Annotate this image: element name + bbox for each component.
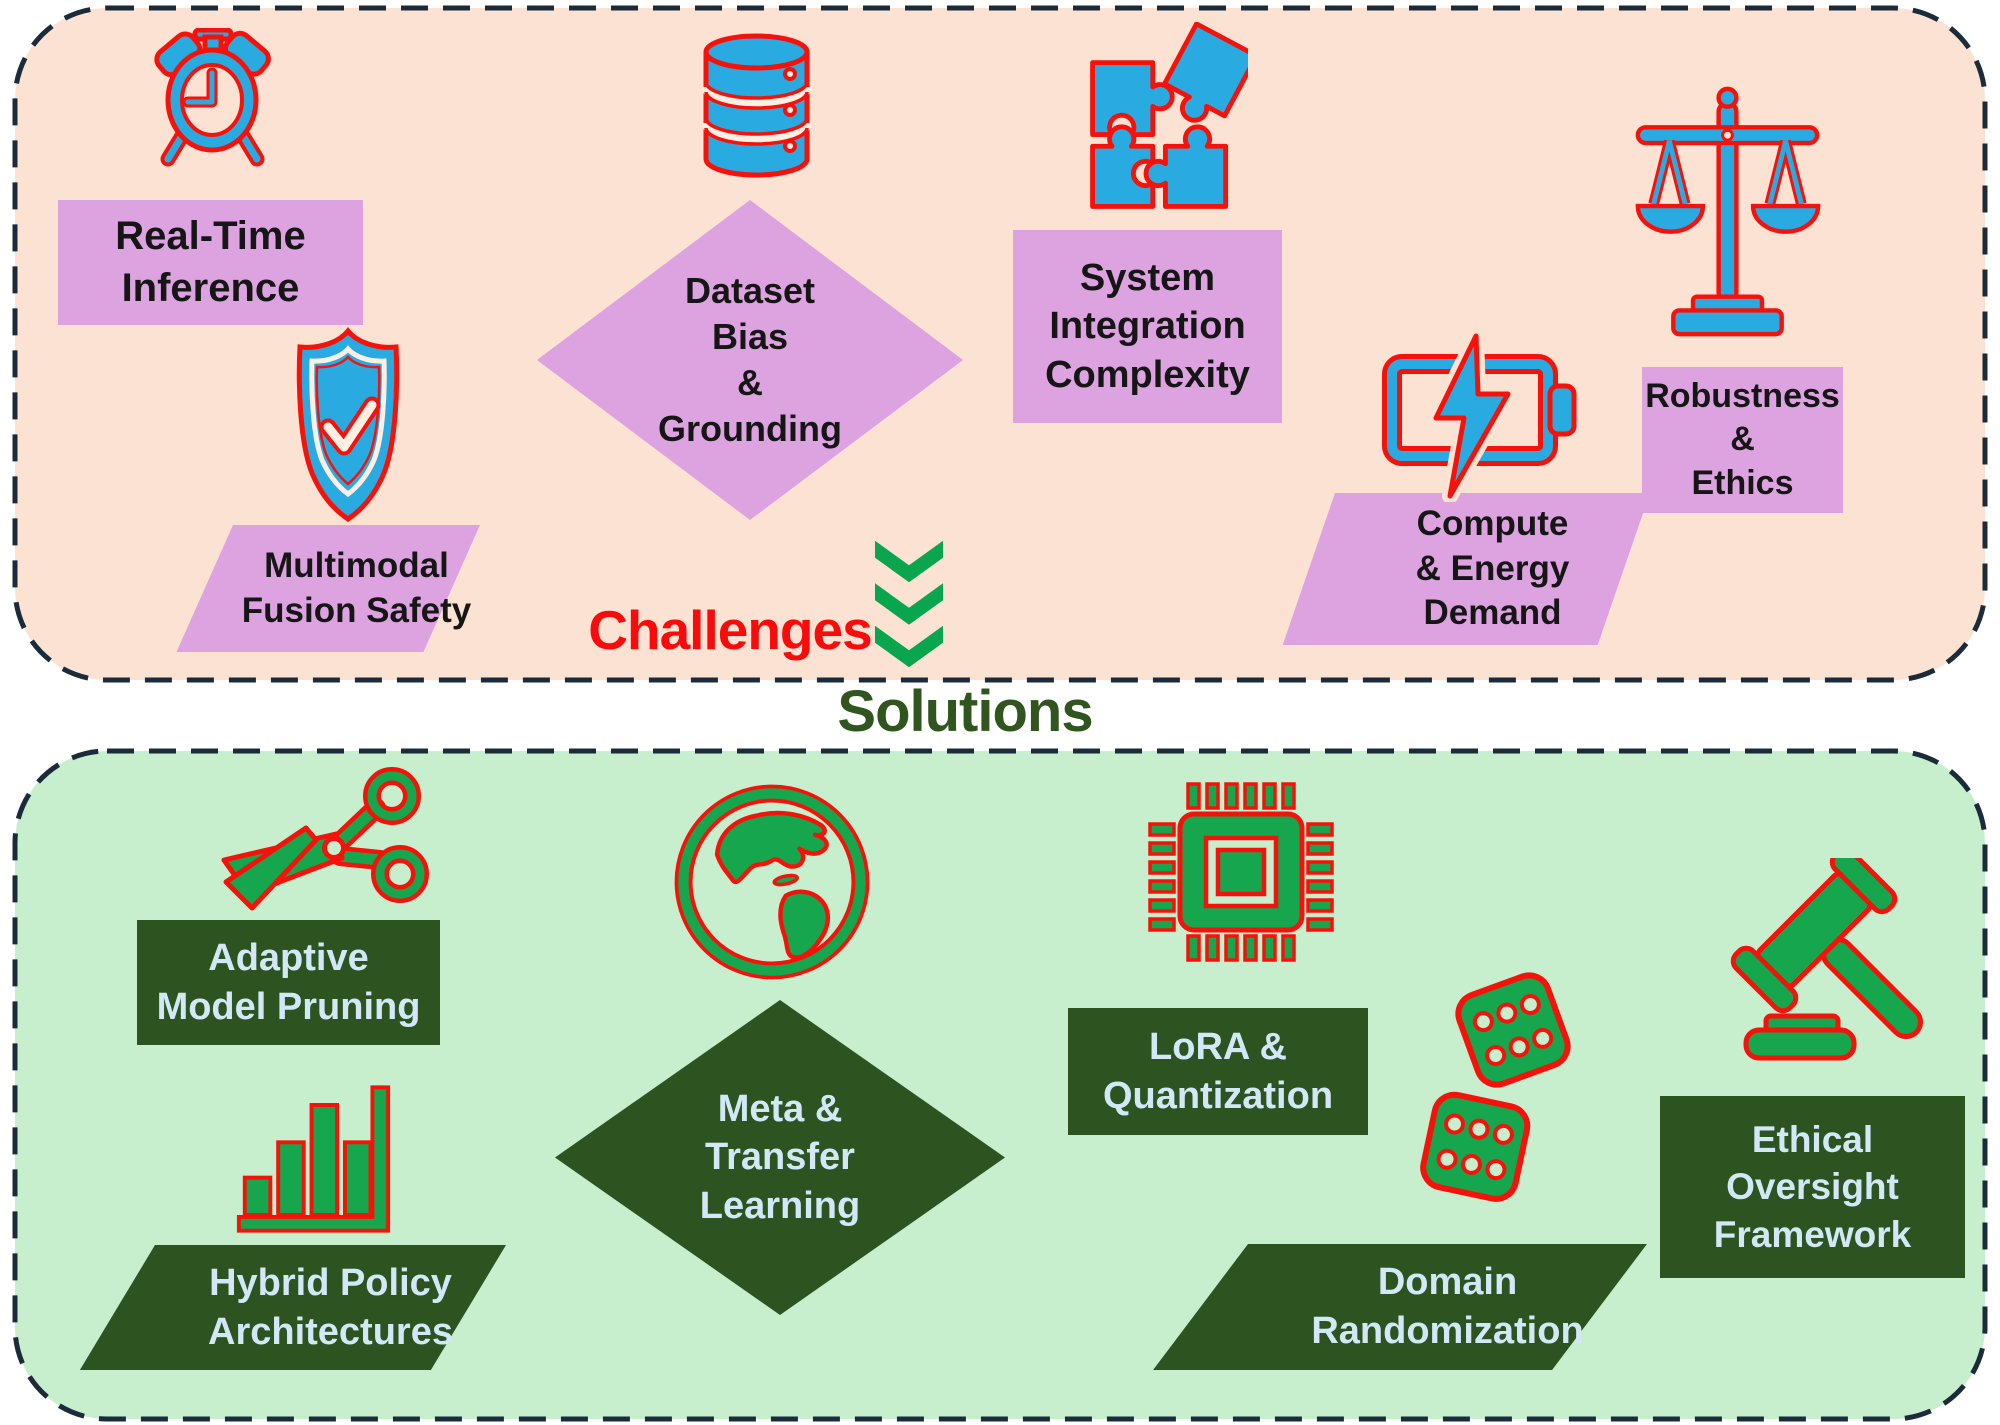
- challenge-box-robustness-ethics: Robustness & Ethics: [1642, 367, 1843, 513]
- challenge-parallelogram-compute-energy: Compute & Energy Demand: [1282, 493, 1650, 645]
- puzzle-icon: [1090, 22, 1248, 209]
- solution-box-lora-quantization: LoRA & Quantization: [1068, 1008, 1368, 1135]
- solution-label-meta-transfer: Meta & Transfer Learning: [699, 1087, 861, 1227]
- gavel-icon: [1730, 858, 1923, 1061]
- solution-box-adaptive-pruning: Adaptive Model Pruning: [137, 920, 440, 1045]
- battery-bolt-icon: [1382, 330, 1577, 502]
- scissors-icon: [221, 767, 429, 911]
- solution-label-lora-quantization: LoRA & Quantization: [1102, 1025, 1334, 1117]
- solution-label-adaptive-pruning: Adaptive Model Pruning: [156, 936, 421, 1028]
- challenge-box-real-time-inference: Real-Time Inference: [58, 200, 363, 325]
- challenge-label-system-integration: System Integration Complexity: [1045, 256, 1250, 396]
- solution-label-domain-randomization: Domain Randomization: [1311, 1261, 1584, 1352]
- challenge-box-system-integration: System Integration Complexity: [1013, 230, 1282, 423]
- solution-label-hybrid-policy: Hybrid Policy Architectures: [208, 1261, 453, 1353]
- challenge-label-robustness-ethics: Robustness & Ethics: [1645, 376, 1840, 502]
- shield-check-icon: [296, 327, 400, 523]
- triple-chevron-down-icon: [875, 540, 943, 668]
- database-icon: [701, 33, 812, 178]
- scales-icon: [1635, 86, 1821, 337]
- challenge-label-dataset-bias: Dataset Bias & Grounding: [658, 269, 842, 450]
- solution-parallelogram-hybrid-policy: Hybrid Policy Architectures: [79, 1245, 506, 1370]
- challenge-label-real-time-inference: Real-Time Inference: [115, 214, 306, 310]
- globe-icon: [674, 784, 870, 980]
- solutions-title: Solutions: [837, 679, 1093, 744]
- challenges-title: Challenges: [588, 599, 872, 661]
- solution-box-ethical-oversight: Ethical Oversight Framework: [1660, 1096, 1965, 1278]
- bar-chart-icon: [236, 1085, 391, 1233]
- solution-label-ethical-oversight: Ethical Oversight Framework: [1713, 1118, 1912, 1255]
- chip-icon: [1148, 782, 1334, 962]
- alarm-clock-icon: [154, 28, 271, 167]
- dice-icon: [1420, 972, 1571, 1202]
- challenge-label-compute-energy: Compute & Energy Demand: [1415, 503, 1570, 633]
- challenge-label-multimodal: Multimodal Fusion Safety: [241, 545, 472, 630]
